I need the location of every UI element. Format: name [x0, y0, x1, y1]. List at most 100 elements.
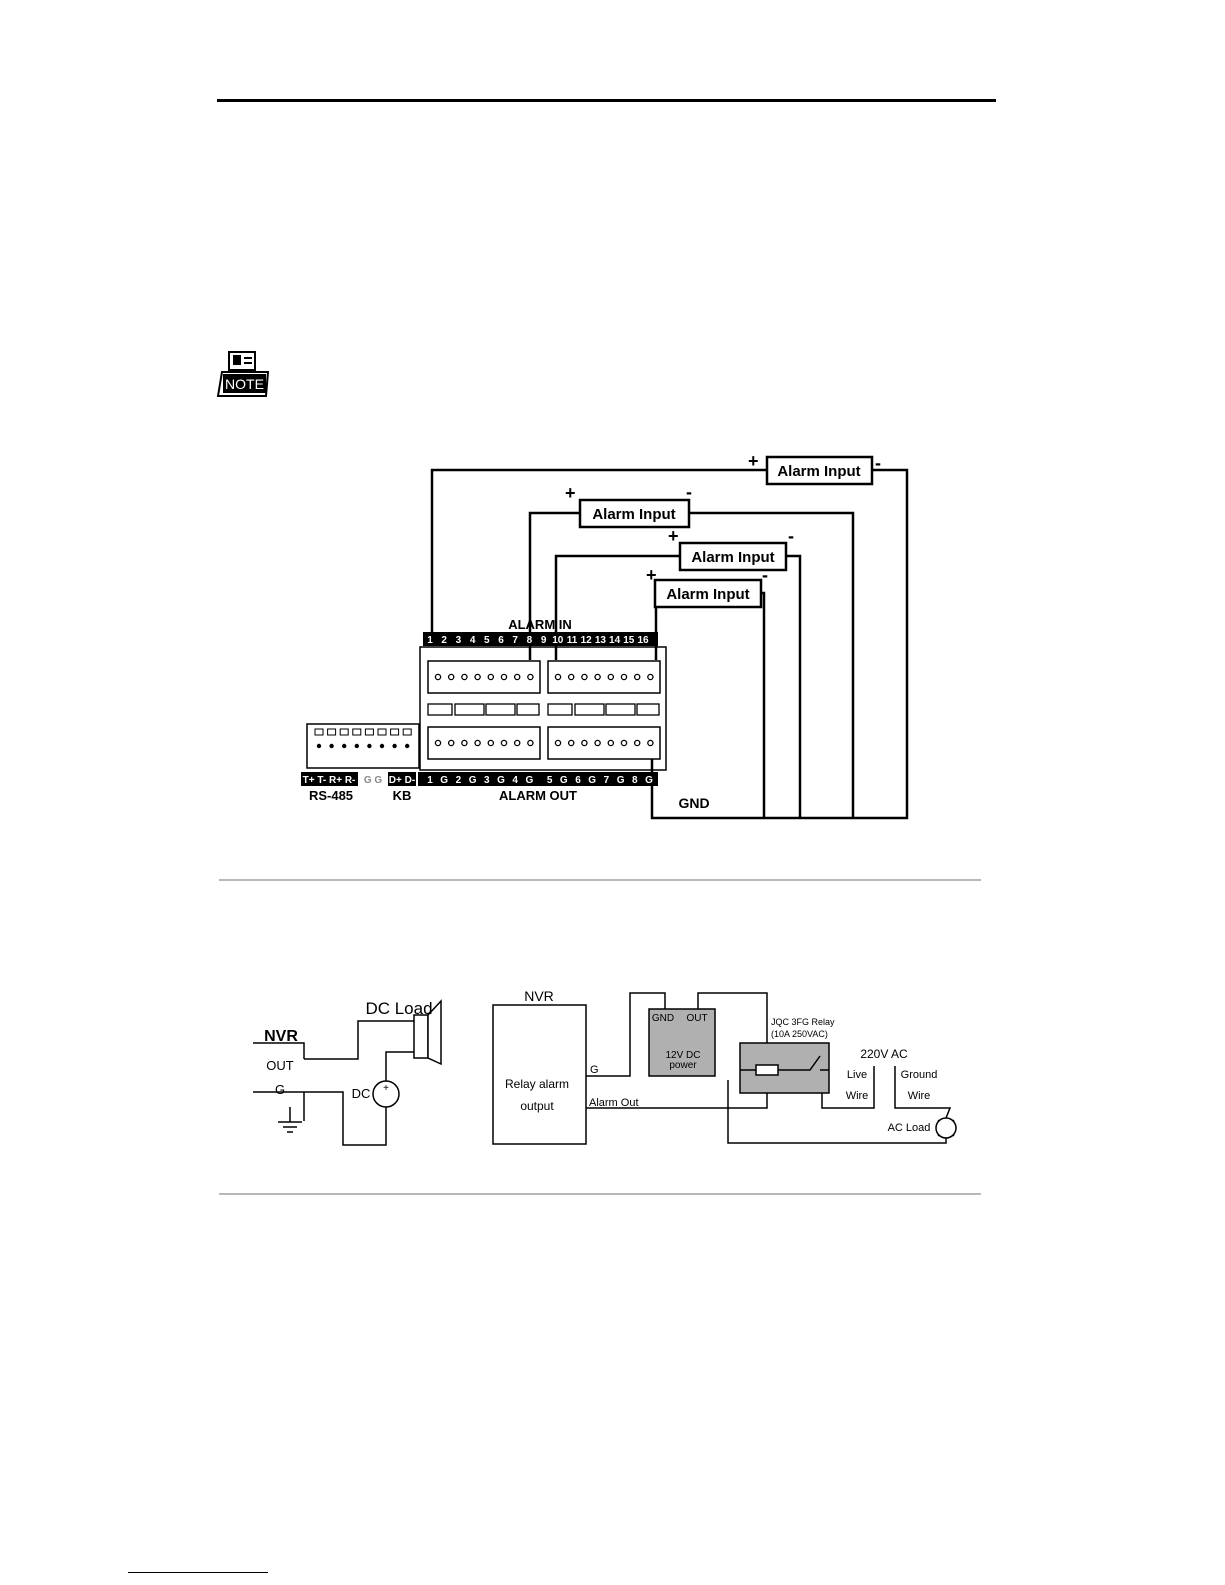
rs485-pin-slot: [352, 728, 362, 736]
rs485-pin: [329, 743, 334, 749]
ac-load-relay-diagram: NVR Relay alarm output G Alarm Out GND O…: [492, 988, 957, 1145]
g-label: G: [275, 1082, 285, 1097]
svg-text:Alarm Input: Alarm Input: [666, 586, 749, 603]
rs485-connector-pins: [314, 728, 412, 749]
minus-sign: -: [686, 482, 692, 502]
ac-load-label: AC Load: [888, 1122, 931, 1134]
footnote-rule: [128, 1572, 268, 1573]
alarm-in-number: 6: [498, 635, 504, 646]
terminal-screw: [513, 739, 521, 747]
plus-sign: +: [646, 565, 657, 585]
plus-sign: +: [565, 483, 576, 503]
plus-sign: +: [668, 526, 679, 546]
alarm-out-pin: G: [588, 775, 596, 786]
alarm-in-number: 16: [637, 635, 649, 646]
terminal-screw: [633, 739, 641, 747]
alarm-out-pin: G: [469, 775, 477, 786]
terminal-screw: [633, 673, 641, 681]
alarm-in-number: 8: [527, 635, 533, 646]
rs485-connector: [306, 723, 420, 769]
minus-sign: -: [788, 526, 794, 546]
rs485-strip: [301, 772, 358, 786]
relay-block: [739, 1042, 830, 1094]
rs485-pin: [367, 743, 372, 749]
alarm-in-number: 2: [441, 635, 447, 646]
alarm-in-number: 3: [456, 635, 462, 646]
alarm-input-box: Alarm Input: [765, 455, 874, 486]
alarm-in-number: 14: [609, 635, 621, 646]
terminal-separator: [574, 703, 605, 716]
terminal-separator: [454, 703, 485, 716]
alarm-out-pin: G: [440, 775, 448, 786]
terminal-screw: [554, 673, 562, 681]
terminal-blocks: [427, 660, 661, 760]
alarm-in-number: 13: [595, 635, 607, 646]
kb-pins-label: D+ D-: [389, 775, 415, 786]
alarm-in-number: 10: [552, 635, 564, 646]
header-rule: [217, 99, 996, 102]
alarm-in-number: 4: [470, 635, 476, 646]
terminal-housing: [419, 646, 667, 771]
power-label: power: [669, 1060, 697, 1071]
rs485-pin: [354, 743, 359, 749]
nvr-label: NVR: [524, 988, 554, 1004]
out-label: OUT: [686, 1013, 707, 1024]
gg-label: G G: [364, 775, 383, 786]
section-divider: [219, 1193, 981, 1195]
alarm-out-pin: G: [526, 775, 534, 786]
wire-label: Wire: [908, 1090, 931, 1102]
note-icon: NOTE: [216, 350, 272, 398]
out-label: OUT: [266, 1058, 294, 1073]
alarm-in-number: 15: [623, 635, 635, 646]
terminal-screw: [554, 739, 562, 747]
output-label: output: [520, 1099, 554, 1113]
terminal-screw: [594, 739, 601, 747]
terminal-separator: [605, 703, 636, 716]
minus-sign: -: [762, 565, 768, 585]
rs485-pin-slot: [327, 728, 337, 736]
alarm-in-number: 1: [427, 635, 433, 646]
terminal-screw: [594, 673, 601, 681]
alarm-out-label: Alarm Out: [589, 1097, 639, 1109]
terminal-screw: [527, 739, 534, 747]
alarm-out-pin: 3: [484, 775, 490, 786]
nvr-label: NVR: [264, 1028, 298, 1045]
terminal-screw: [487, 739, 495, 747]
terminal-screw: [607, 739, 615, 747]
minus-sign: -: [875, 453, 881, 473]
terminal-screw: [474, 673, 481, 681]
rs485-pin-slot: [402, 728, 412, 736]
relay-rating-label: (10A 250VAC): [771, 1029, 828, 1039]
alarm-out-pin: G: [497, 775, 505, 786]
terminal-screw: [487, 673, 495, 681]
terminal-screw: [567, 673, 575, 681]
terminal-screw: [434, 739, 442, 747]
relay-model-label: JQC 3FG Relay: [771, 1017, 835, 1027]
rs485-pin-slot: [377, 728, 387, 736]
12v-dc-power-block: [648, 1008, 716, 1077]
rs485-pin: [379, 743, 385, 749]
dc-load-output-diagram: NVR DC Load OUT G DC +: [253, 999, 442, 1146]
terminal-block: [547, 660, 661, 694]
220v-ac-label: 220V AC: [860, 1047, 908, 1061]
terminal-screw: [513, 673, 521, 681]
terminal-separator: [427, 703, 453, 716]
dc-load-label: DC Load: [365, 999, 432, 1018]
alarm-in-number: 9: [541, 635, 547, 646]
alarm-in-number: 7: [512, 635, 518, 646]
terminal-block: [427, 660, 541, 694]
wire-label: Wire: [846, 1090, 869, 1102]
alarm-out-pin: 2: [456, 775, 462, 786]
rs485-pin: [392, 743, 397, 749]
alarm-input-box: Alarm Input: [653, 578, 763, 609]
rs485-pin: [342, 743, 347, 749]
rs485-pin: [405, 743, 410, 749]
terminal-screw: [620, 739, 628, 747]
terminal-screw: [527, 673, 534, 681]
rs485-pin: [316, 743, 322, 749]
ground-label: Ground: [901, 1069, 938, 1081]
note-label: NOTE: [225, 376, 264, 392]
gnd-label: GND: [678, 795, 709, 811]
rs485-pin-slot: [364, 728, 374, 736]
